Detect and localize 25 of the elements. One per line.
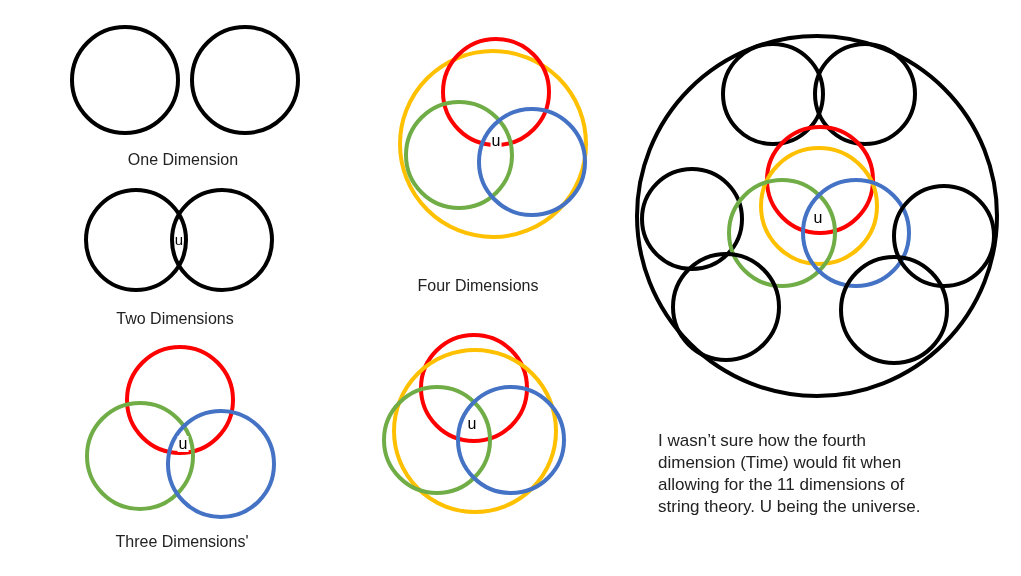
circle-outline bbox=[398, 49, 588, 239]
circle-outline bbox=[190, 25, 300, 135]
circle-outline bbox=[671, 252, 781, 362]
caption: Four Dimensions bbox=[417, 277, 539, 295]
caption: One Dimension bbox=[127, 151, 239, 169]
circle-outline bbox=[635, 34, 999, 398]
circle-outline bbox=[640, 167, 744, 271]
caption: Three Dimensions' bbox=[115, 533, 249, 551]
universe-label: u bbox=[174, 232, 184, 248]
circle-outline bbox=[166, 409, 276, 519]
circle-outline bbox=[382, 385, 492, 495]
circle-outline bbox=[839, 255, 949, 365]
circle-outline bbox=[813, 42, 917, 146]
circle-outline bbox=[456, 385, 566, 495]
circle-outline bbox=[170, 188, 274, 292]
circle-outline bbox=[85, 401, 195, 511]
circle-outline bbox=[70, 25, 180, 135]
note-text: I wasn’t sure how the fourth dimension (Time) would fit when allowing for the 11 dimensions of string theory. U being the universe. bbox=[658, 430, 922, 518]
circle-outline bbox=[84, 188, 188, 292]
circle-outline bbox=[721, 42, 825, 146]
circle-outline bbox=[392, 348, 558, 514]
circle-outline bbox=[892, 184, 996, 288]
circle-outline bbox=[759, 146, 879, 266]
universe-label: u bbox=[177, 436, 189, 452]
caption: Two Dimensions bbox=[116, 310, 234, 328]
